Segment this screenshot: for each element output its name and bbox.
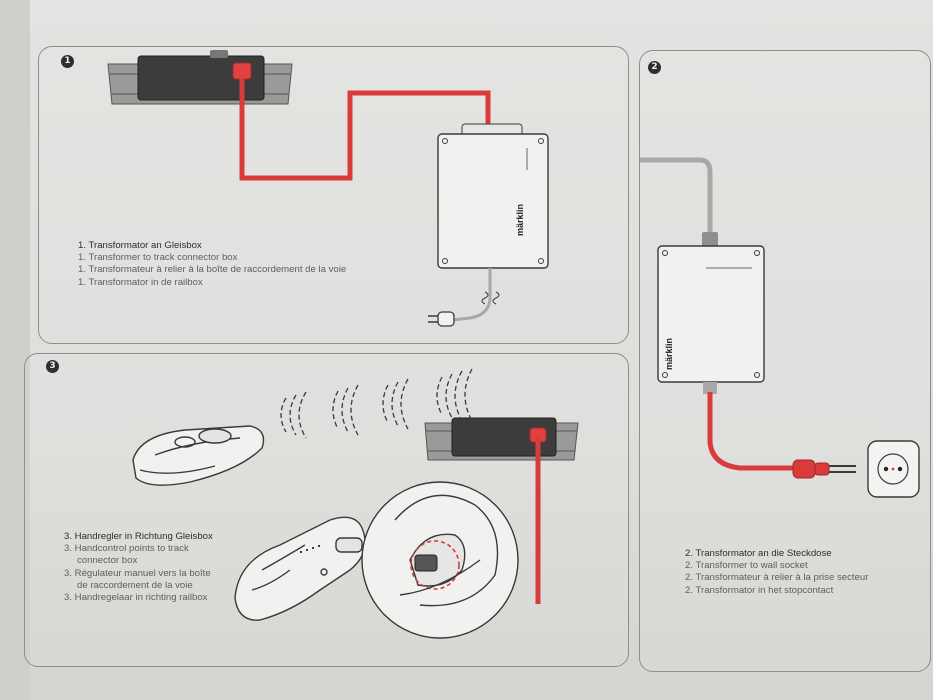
step-number-3: 3 <box>46 360 59 373</box>
transformer-panel1: märklin <box>437 123 549 269</box>
caption-panel1-de: 1. Transformator an Gleisbox <box>78 240 202 251</box>
red-cable-panel2 <box>707 392 795 471</box>
caption-panel3: 3. Handregler in Richtung Gleisbox 3. Ha… <box>64 531 213 604</box>
transformer-panel2: märklin <box>657 245 765 383</box>
caption-panel3-de: 3. Handregler in Richtung Gleisbox <box>64 531 213 542</box>
caption-panel2-en: 2. Transformer to wall socket <box>685 560 808 572</box>
power-cord-panel1 <box>451 268 492 322</box>
caption-panel1-nl: 1. Transformator in de railbox <box>78 276 203 288</box>
caption-panel2: 2. Transformator an die Steckdose 2. Tra… <box>685 548 868 597</box>
power-plug-panel1 <box>428 311 455 327</box>
caption-panel3-nl: 3. Handregelaar in richting railbox <box>64 592 208 604</box>
facing-page-edge <box>0 0 30 700</box>
grey-cable-panel2 <box>640 157 713 238</box>
caption-panel3-en-cont: connector box <box>77 555 138 567</box>
caption-panel3-en: 3. Handcontrol points to track <box>64 543 189 555</box>
caption-panel3-fr-cont: de raccordement de la voie <box>77 579 193 591</box>
panel-3-handcontrol-to-track-box <box>24 353 629 667</box>
wall-socket-icon <box>867 440 920 498</box>
caption-panel1: 1. Transformator an Gleisbox 1. Transfor… <box>78 240 346 289</box>
caption-panel3-fr: 3. Régulateur manuel vers la boîte <box>64 567 211 579</box>
caption-panel2-nl: 2. Transformator in het stopcontact <box>685 584 834 596</box>
step-number-1: 1 <box>61 55 74 68</box>
step-number-2: 2 <box>648 61 661 74</box>
caption-panel2-de: 2. Transformator an die Steckdose <box>685 548 832 559</box>
marklin-logo-panel1: märklin <box>515 204 525 236</box>
track-connector-box-panel3 <box>424 417 579 461</box>
caption-panel1-fr: 1. Transformateur à relier à la boîte de… <box>78 264 347 276</box>
red-plug-panel2 <box>792 459 856 479</box>
hand-with-controller <box>234 516 366 621</box>
red-cable-panel1 <box>239 78 491 181</box>
caption-panel1-en: 1. Transformer to track connector box <box>78 252 238 264</box>
track-connector-box-panel1 <box>107 50 293 105</box>
caption-panel2-fr: 2. Transformateur à relier à la prise se… <box>685 572 869 584</box>
signal-waves <box>280 368 473 439</box>
zoom-detail-circle <box>361 481 519 639</box>
marklin-logo-panel2: märklin <box>664 338 674 370</box>
handcontrol-illustration <box>132 425 265 486</box>
